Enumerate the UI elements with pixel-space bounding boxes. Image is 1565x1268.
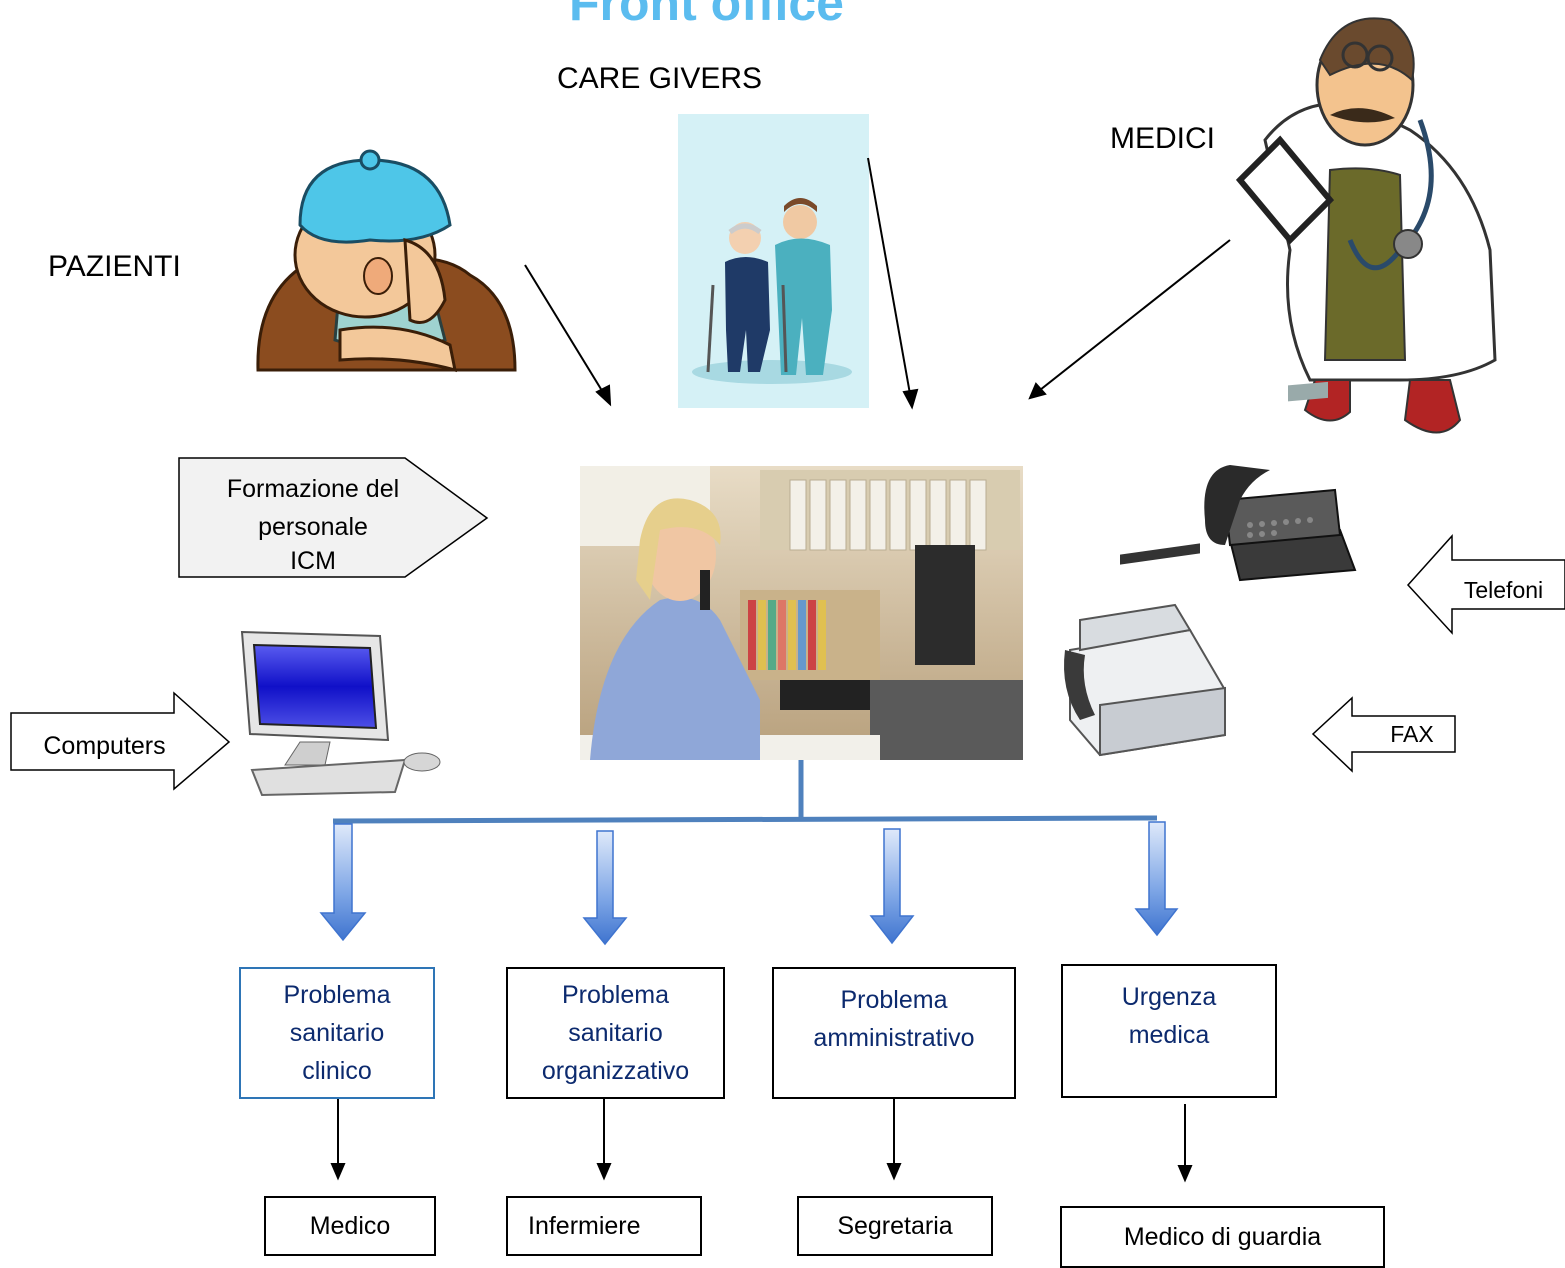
destination-medico: Medico	[264, 1196, 436, 1256]
distribution-connector	[332, 760, 1158, 824]
problem-line: Problema	[562, 981, 669, 1009]
formazione-label: Formazione del personale ICM	[179, 470, 447, 576]
formazione-shape	[178, 457, 489, 578]
telefoni-label: Telefoni	[1463, 577, 1544, 603]
label-pazienti: PAZIENTI	[48, 250, 181, 283]
problem-box-organizzativo: Problema sanitario organizzativo	[506, 967, 725, 1099]
down-arrow	[582, 830, 628, 946]
fax-illustration	[1064, 543, 1226, 757]
formazione-line-3: ICM	[290, 547, 336, 575]
label-care-givers: CARE GIVERS	[557, 62, 763, 95]
destination-segretaria: Segretaria	[797, 1196, 993, 1256]
problem-line: clinico	[302, 1057, 372, 1085]
problem-line: Problema	[840, 986, 948, 1014]
problem-line: medica	[1128, 1021, 1210, 1049]
telephone-illustration	[1204, 381, 1357, 582]
problem-line: organizzativo	[541, 1057, 690, 1085]
problem-box-clinico: Problema sanitario clinico	[239, 967, 435, 1099]
diagram-title: Front office	[569, 0, 844, 31]
patient-illustration	[250, 137, 522, 373]
front-office-photo	[580, 466, 1023, 760]
care-givers-illustration	[678, 114, 869, 408]
computers-label: Computers	[43, 732, 166, 760]
fax-arrow	[1311, 696, 1456, 773]
down-arrow	[1134, 821, 1179, 937]
problem-line: amministrativo	[813, 1024, 975, 1052]
problem-line: sanitario	[568, 1019, 663, 1047]
computer-illustration	[240, 630, 441, 797]
destination-infermiere: Infermiere	[506, 1196, 702, 1256]
formazione-line-1: Formazione del	[226, 475, 400, 503]
label-medici: MEDICI	[1110, 122, 1215, 155]
problem-line: sanitario	[289, 1019, 385, 1047]
doctor-illustration	[1235, 17, 1497, 434]
computers-arrow	[10, 691, 231, 791]
problem-box-amministrativo: Problema amministrativo	[772, 967, 1016, 1099]
down-arrow	[319, 823, 367, 942]
fax-label: FAX	[1390, 721, 1434, 747]
problem-line: Problema	[283, 981, 391, 1009]
down-arrow	[869, 828, 915, 945]
formazione-line-2: personale	[258, 513, 368, 541]
incoming-arrows	[524, 157, 1231, 410]
destination-medico-di-guardia: Medico di guardia	[1060, 1206, 1385, 1268]
telefoni-arrow	[1406, 534, 1565, 635]
problem-line: Urgenza	[1121, 983, 1217, 1011]
problem-box-urgenza: Urgenza medica	[1061, 964, 1277, 1098]
